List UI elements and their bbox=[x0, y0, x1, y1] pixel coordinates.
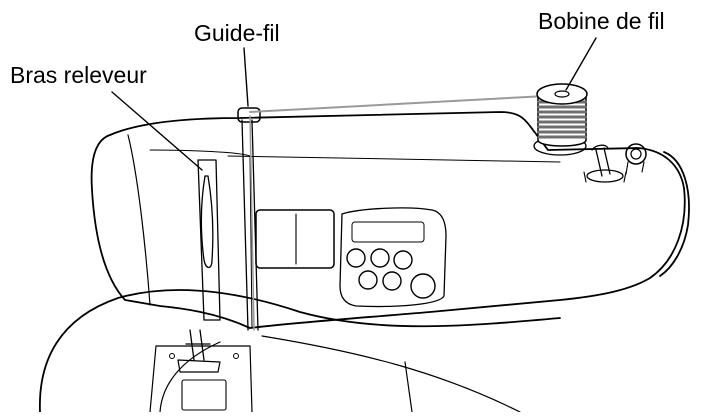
plate-screw-right bbox=[233, 353, 239, 359]
machine-base-inner-curve bbox=[159, 341, 221, 413]
bobbin-winder-base bbox=[586, 169, 624, 183]
needle-plate bbox=[149, 345, 253, 413]
bobbin-winder-knob-inner bbox=[630, 148, 642, 160]
control-button-5 bbox=[382, 271, 402, 291]
base-edge-line bbox=[404, 361, 413, 413]
control-button-4 bbox=[358, 270, 378, 290]
needle-bar bbox=[185, 329, 211, 361]
label-take-up-lever: Bras releveur bbox=[10, 62, 147, 88]
label-thread-guide: Guide-fil bbox=[194, 20, 280, 46]
machine-base-outline bbox=[39, 289, 561, 413]
bobbin-winder-knob bbox=[625, 143, 647, 165]
base-front-curve bbox=[261, 335, 521, 413]
feed-dog-slot bbox=[181, 379, 227, 411]
bobbin-winder-knob-stem bbox=[625, 161, 645, 175]
left-face-panel bbox=[149, 149, 253, 329]
label-spool: Bobine de fil bbox=[538, 8, 665, 34]
thread-line bbox=[249, 95, 547, 113]
take-up-lever-slot bbox=[197, 159, 221, 321]
leader-line-bras bbox=[111, 91, 203, 171]
plate-screw-left bbox=[169, 353, 175, 359]
take-up-lever bbox=[200, 175, 214, 269]
handwheel bbox=[659, 151, 690, 277]
top-seam-line bbox=[227, 155, 561, 163]
bobbin-winder-stop bbox=[583, 171, 627, 183]
lcd-display bbox=[255, 209, 335, 269]
control-button-2 bbox=[370, 248, 390, 268]
leader-line-bobine bbox=[565, 37, 597, 91]
thread-down-line bbox=[249, 115, 255, 331]
control-panel bbox=[339, 207, 447, 308]
control-panel-display bbox=[351, 221, 425, 243]
left-cap-front-edge bbox=[127, 134, 151, 306]
start-stop-button bbox=[410, 273, 436, 299]
machine-head-outline bbox=[109, 111, 686, 329]
machine-left-cap bbox=[90, 134, 251, 329]
thread-spool bbox=[536, 83, 588, 147]
leader-line-guide bbox=[243, 47, 249, 107]
thread-guide-post bbox=[241, 119, 259, 331]
thread-guide bbox=[237, 107, 261, 123]
presser-foot bbox=[177, 359, 221, 373]
control-button-1 bbox=[346, 248, 366, 268]
control-button-3 bbox=[393, 250, 413, 270]
